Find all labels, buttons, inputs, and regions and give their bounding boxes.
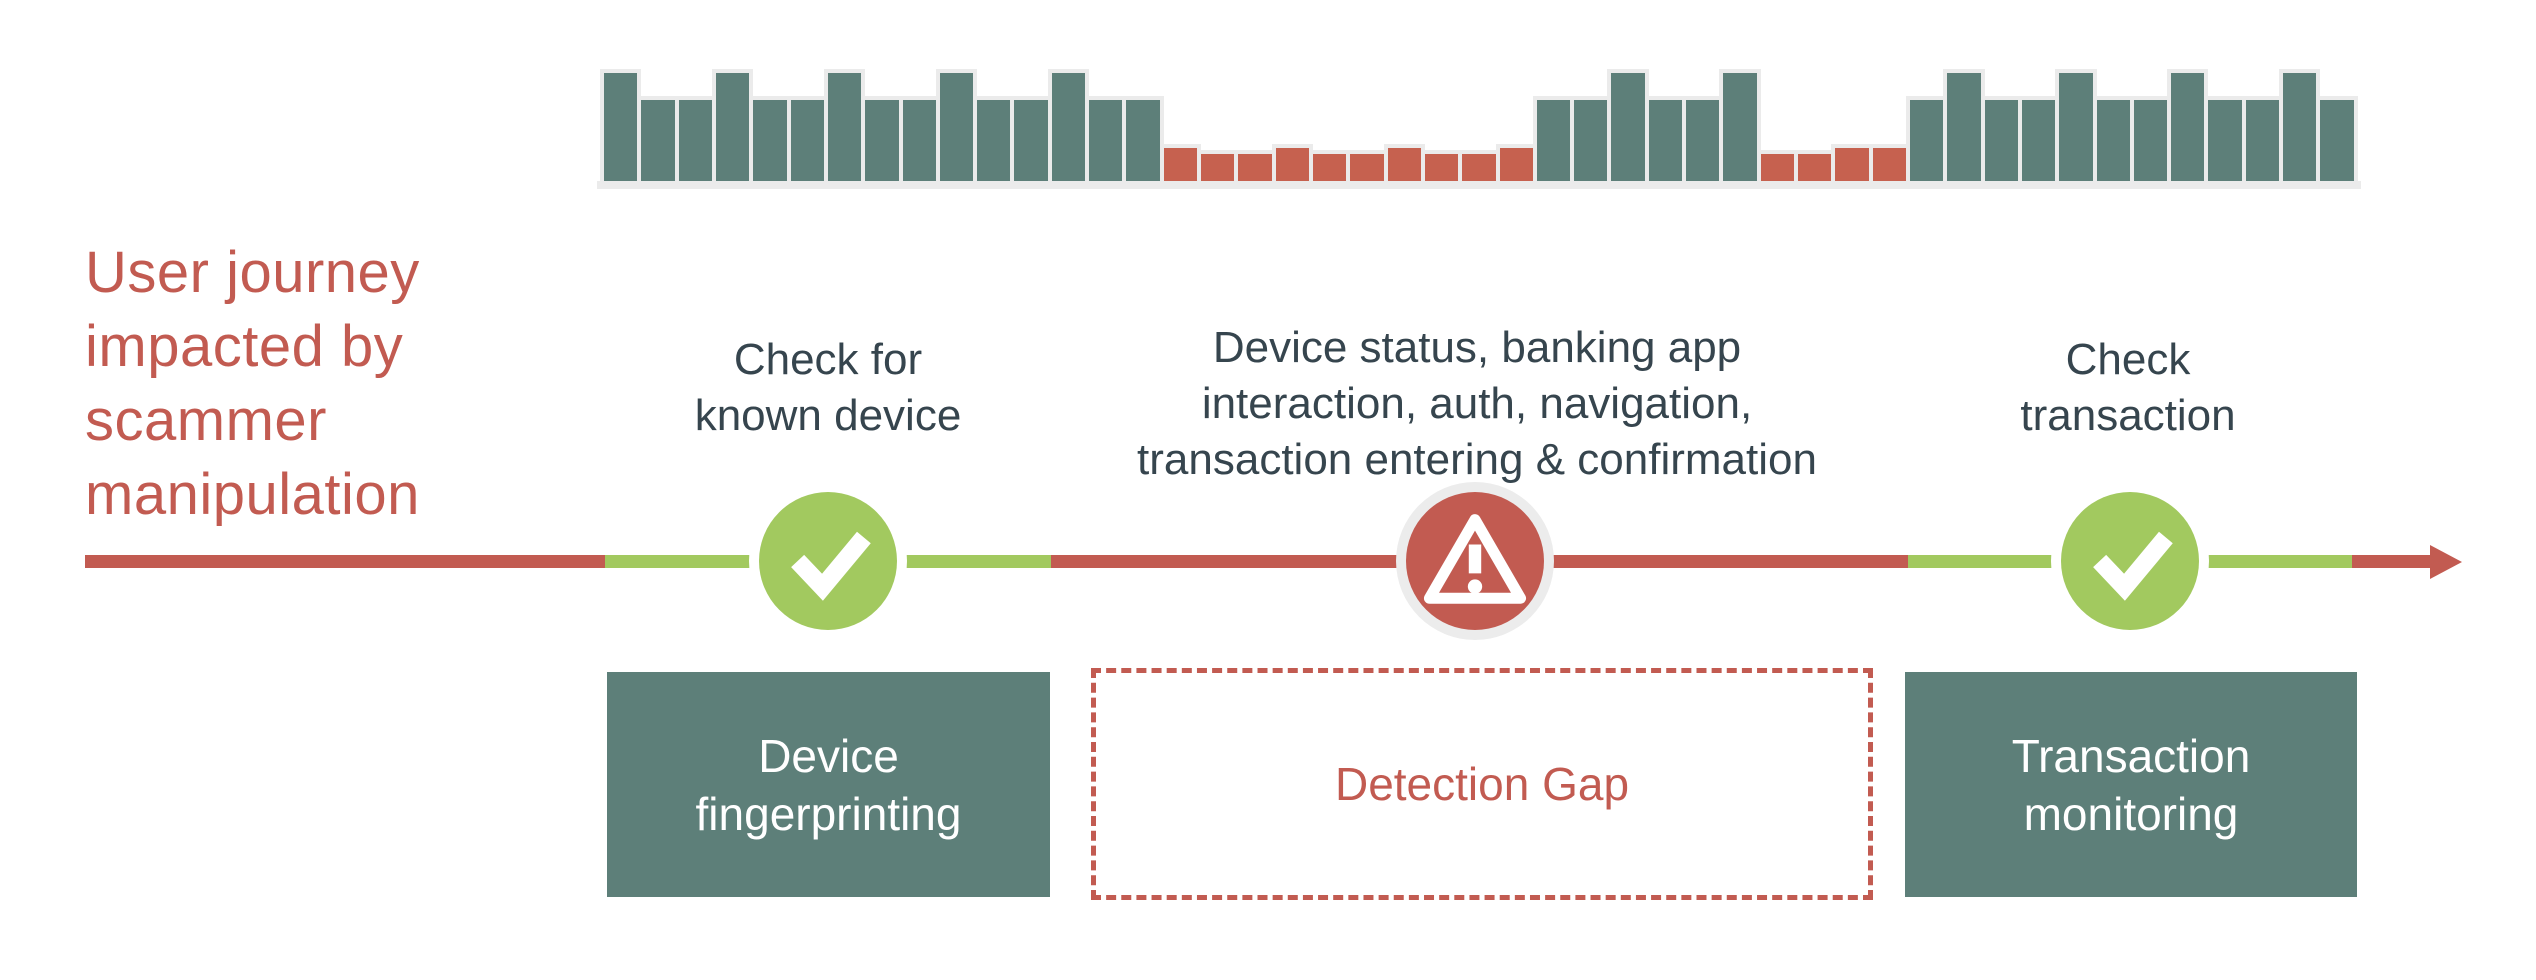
activity-bar-teal bbox=[2021, 100, 2056, 182]
activity-bar-red bbox=[1499, 148, 1533, 182]
detection-gap-label: Detection Gap bbox=[1334, 758, 1630, 810]
activity-bar-teal bbox=[865, 100, 899, 182]
timeline-arrow-icon bbox=[2430, 545, 2462, 579]
transaction-monitoring-box: Transaction monitoring bbox=[1905, 672, 2357, 897]
activity-bar-teal bbox=[2171, 73, 2205, 182]
checkpoint-3-circle bbox=[2061, 492, 2199, 630]
activity-bar-teal bbox=[1051, 73, 1086, 182]
activity-bar-red bbox=[1163, 148, 1197, 182]
activity-bar-red bbox=[1387, 148, 1421, 182]
activity-bar-red bbox=[1462, 154, 1496, 182]
transaction-monitoring-label: Transaction monitoring bbox=[2011, 729, 2251, 840]
activity-bar-teal bbox=[790, 100, 824, 182]
activity-bar-teal bbox=[2096, 100, 2130, 182]
activity-bar-red bbox=[1798, 154, 1832, 182]
activity-bar-teal bbox=[604, 73, 638, 182]
activity-bar-teal bbox=[827, 73, 862, 182]
activity-bar-teal bbox=[902, 100, 936, 182]
timeline-segment-coral bbox=[85, 555, 605, 568]
activity-bar-red bbox=[1835, 148, 1869, 182]
activity-bar-teal bbox=[1014, 100, 1048, 182]
activity-bar-red bbox=[1312, 154, 1347, 182]
checkpoint-label-known-device: Check for known device bbox=[694, 335, 962, 440]
warning-icon bbox=[1406, 492, 1544, 630]
activity-bar-teal bbox=[753, 100, 787, 182]
activity-strip-baseline bbox=[597, 181, 2361, 189]
activity-bar-teal bbox=[2208, 100, 2242, 182]
activity-bar-teal bbox=[977, 100, 1011, 182]
activity-bar-teal bbox=[2320, 100, 2354, 182]
activity-bar-teal bbox=[1611, 73, 1645, 182]
activity-bar-teal bbox=[1686, 100, 1720, 182]
activity-bar-teal bbox=[1909, 100, 1944, 182]
activity-bar-teal bbox=[1984, 100, 2018, 182]
activity-bar-teal bbox=[715, 73, 750, 182]
activity-bar-teal bbox=[1536, 100, 1571, 182]
activity-strip bbox=[604, 72, 2354, 182]
activity-bar-teal bbox=[1089, 100, 1123, 182]
activity-bar-teal bbox=[1574, 100, 1608, 182]
activity-bar-red bbox=[1424, 154, 1459, 182]
diagram-title: User journey impacted by scammer manipul… bbox=[85, 240, 420, 527]
activity-bar-teal bbox=[1723, 73, 1757, 182]
device-fingerprinting-label: Device fingerprinting bbox=[695, 729, 962, 840]
activity-bar-red bbox=[1201, 154, 1235, 182]
activity-bar-teal bbox=[1126, 100, 1160, 182]
activity-bar-teal bbox=[1947, 73, 1981, 182]
activity-bar-teal bbox=[2059, 73, 2093, 182]
activity-bar-teal bbox=[2245, 100, 2280, 182]
checkpoint-2-circle bbox=[1406, 492, 1544, 630]
activity-bar-red bbox=[1760, 154, 1794, 182]
activity-bar-teal bbox=[939, 73, 974, 182]
checkpoint-label-detection-gap: Device status, banking app interaction, … bbox=[1137, 323, 1817, 484]
checkpoint-1-circle bbox=[759, 492, 897, 630]
checkpoint-label-check-transaction: Check transaction bbox=[2020, 335, 2236, 440]
check-icon bbox=[2061, 492, 2199, 630]
activity-bar-teal bbox=[641, 100, 675, 182]
device-fingerprinting-box: Device fingerprinting bbox=[607, 672, 1050, 897]
activity-bar-teal bbox=[2133, 100, 2168, 182]
timeline-segment-coral bbox=[2352, 555, 2432, 568]
activity-bar-teal bbox=[2283, 73, 2317, 182]
activity-bar-teal bbox=[1648, 100, 1683, 182]
activity-bar-teal bbox=[678, 100, 712, 182]
activity-bar-red bbox=[1350, 154, 1384, 182]
check-icon bbox=[759, 492, 897, 630]
activity-bar-red bbox=[1872, 148, 1906, 182]
detection-gap-box: Detection Gap bbox=[1091, 668, 1873, 900]
activity-bar-red bbox=[1275, 148, 1309, 182]
activity-bar-red bbox=[1238, 154, 1272, 182]
